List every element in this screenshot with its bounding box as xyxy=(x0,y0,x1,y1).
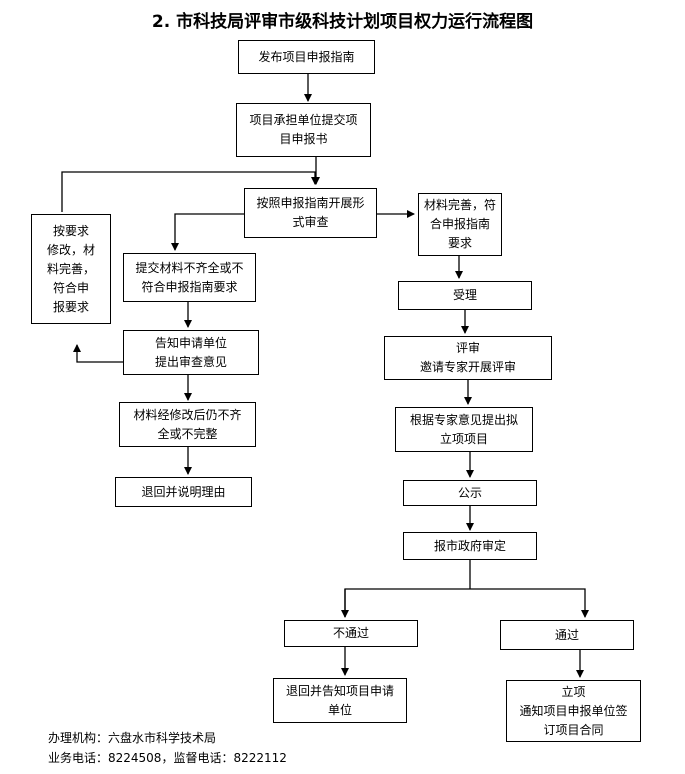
node-report-government: 报市政府审定 xyxy=(403,532,537,560)
page-title: 2. 市科技局评审市级科技计划项目权力运行流程图 xyxy=(151,12,534,32)
node-incomplete-materials: 提交材料不齐全或不 符合申报指南要求 xyxy=(123,253,256,302)
node-formal-review: 按照申报指南开展形 式审查 xyxy=(244,188,377,238)
node-submit-application: 项目承担单位提交项 目申报书 xyxy=(236,103,371,157)
node-expert-evaluation: 评审 邀请专家开展评审 xyxy=(384,336,552,380)
node-still-incomplete: 材料经修改后仍不齐 全或不完整 xyxy=(119,402,256,447)
footer-phones: 业务电话：8224508，监督电话：8222112 xyxy=(48,751,287,765)
node-not-approved: 不通过 xyxy=(284,620,418,647)
footer-org: 办理机构：六盘水市科学技术局 xyxy=(48,731,217,745)
node-approved: 通过 xyxy=(500,620,634,650)
node-publicize: 公示 xyxy=(403,480,537,506)
node-materials-complete: 材料完善，符 合申报指南 要求 xyxy=(418,193,502,256)
node-accept: 受理 xyxy=(398,281,532,310)
node-revise-materials: 按要求 修改，材 料完善， 符合申 报要求 xyxy=(31,214,111,324)
node-notify-applicant: 告知申请单位 提出审查意见 xyxy=(123,330,259,375)
node-return-with-reason: 退回并说明理由 xyxy=(115,477,252,507)
node-project-approval: 立项 通知项目申报单位签 订项目合同 xyxy=(506,680,641,742)
node-propose-projects: 根据专家意见提出拟 立项项目 xyxy=(395,407,533,452)
node-return-and-notify: 退回并告知项目申请 单位 xyxy=(273,678,407,723)
node-publish-guide: 发布项目申报指南 xyxy=(238,40,375,74)
